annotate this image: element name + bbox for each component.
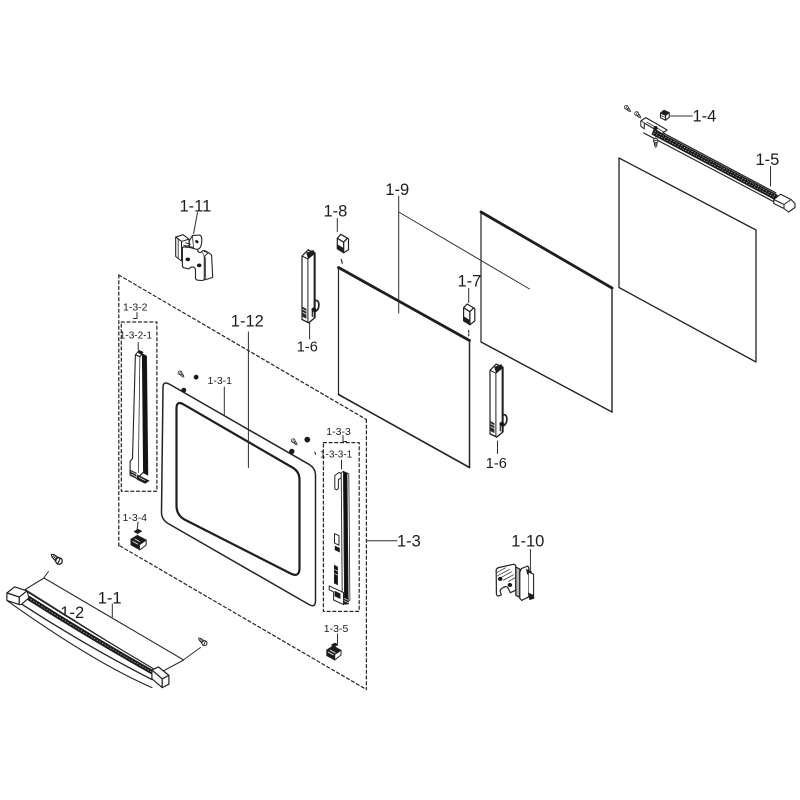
svg-text:1-3-2: 1-3-2 bbox=[123, 302, 148, 314]
svg-text:1-9: 1-9 bbox=[385, 181, 409, 199]
svg-text:1-3-5: 1-3-5 bbox=[324, 623, 349, 635]
svg-text:1-3-2-1: 1-3-2-1 bbox=[120, 330, 153, 341]
svg-text:1-3: 1-3 bbox=[397, 533, 421, 551]
svg-text:1-3-3-1: 1-3-3-1 bbox=[320, 450, 353, 461]
svg-text:1-12: 1-12 bbox=[231, 313, 264, 331]
svg-text:1-8: 1-8 bbox=[324, 203, 348, 221]
svg-text:1-7: 1-7 bbox=[458, 273, 482, 291]
svg-text:1-5: 1-5 bbox=[756, 151, 780, 169]
svg-text:1-10: 1-10 bbox=[511, 533, 544, 551]
svg-text:1-11: 1-11 bbox=[180, 198, 212, 216]
svg-text:1-3-4: 1-3-4 bbox=[123, 512, 148, 524]
svg-text:1-3-3: 1-3-3 bbox=[326, 426, 351, 438]
svg-text:1-6: 1-6 bbox=[297, 340, 318, 356]
svg-text:1-6: 1-6 bbox=[486, 456, 507, 472]
svg-text:1-1: 1-1 bbox=[98, 589, 122, 607]
svg-text:1-3-1: 1-3-1 bbox=[208, 375, 233, 387]
svg-text:1-4: 1-4 bbox=[693, 108, 717, 126]
